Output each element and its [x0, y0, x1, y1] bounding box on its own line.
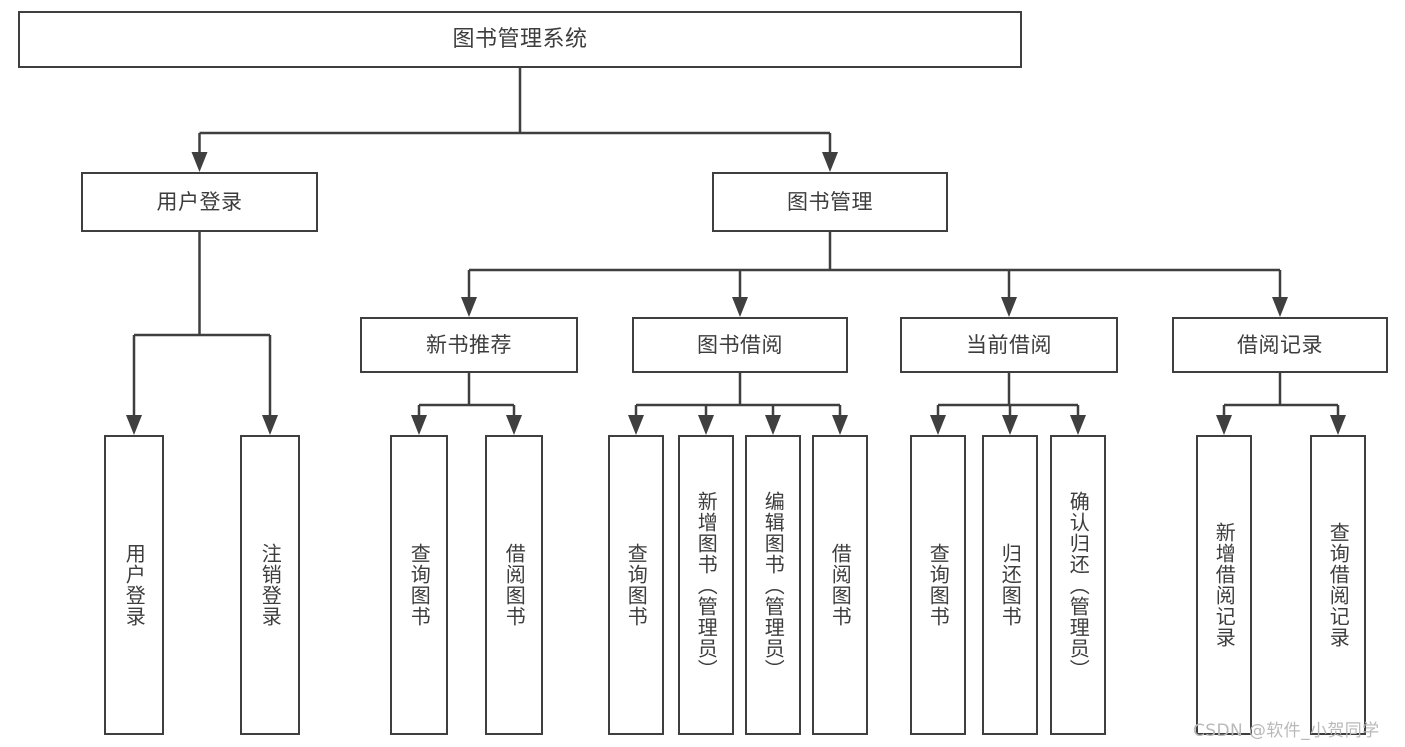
arrowhead-icon-leaf-confirm-return — [1070, 415, 1086, 435]
arrowhead-icon-book-borrow — [732, 297, 748, 317]
csdn-watermark: CSDN @软件_小贺同学 — [1193, 721, 1380, 741]
node-leaf-add-record[interactable]: 新增借阅记录 — [1196, 435, 1252, 735]
arrowhead-icon-leaf-query-book-2 — [628, 415, 644, 435]
node-book-borrow[interactable]: 图书借阅 — [632, 317, 848, 373]
node-leaf-edit-book[interactable]: 编辑图书（管理员） — [745, 435, 801, 735]
arrowhead-icon-leaf-add-record — [1216, 415, 1232, 435]
arrowhead-icon-leaf-query-book-3 — [930, 415, 946, 435]
node-leaf-confirm-return[interactable]: 确认归还（管理员） — [1050, 435, 1106, 735]
node-leaf-return-book[interactable]: 归还图书 — [982, 435, 1038, 735]
node-leaf-borrow-book-1[interactable]: 借阅图书 — [485, 435, 543, 735]
arrowhead-icon-new-book-rec — [461, 297, 477, 317]
arrowhead-icon-leaf-edit-book — [765, 415, 781, 435]
arrowhead-icon-current-borrow — [1001, 297, 1017, 317]
node-leaf-user-login[interactable]: 用户登录 — [104, 435, 164, 735]
node-label-leaf-edit-book: 编辑图书（管理员） — [761, 490, 786, 680]
node-leaf-query-book-3[interactable]: 查询图书 — [910, 435, 966, 735]
arrowhead-icon-leaf-borrow-book-2 — [832, 415, 848, 435]
arrowhead-icon-login — [191, 152, 208, 172]
node-current-borrow[interactable]: 当前借阅 — [900, 317, 1118, 373]
node-label-leaf-query-record: 查询借阅记录 — [1326, 522, 1351, 648]
node-label-current-borrow: 当前借阅 — [966, 332, 1052, 357]
arrowhead-icon-leaf-user-login — [126, 415, 142, 435]
arrowhead-icon-borrow-record — [1272, 297, 1288, 317]
node-root[interactable]: 图书管理系统 — [18, 11, 1022, 68]
node-leaf-query-book-2[interactable]: 查询图书 — [608, 435, 664, 735]
arrowhead-icon-leaf-return-book — [1002, 415, 1018, 435]
node-new-book-rec[interactable]: 新书推荐 — [360, 317, 578, 373]
arrowhead-icon-book-manage — [822, 152, 838, 172]
node-label-book-borrow: 图书借阅 — [697, 332, 783, 357]
node-label-leaf-query-book-3: 查询图书 — [926, 543, 951, 627]
node-label-leaf-borrow-book-1: 借阅图书 — [502, 543, 527, 627]
node-leaf-borrow-book-2[interactable]: 借阅图书 — [812, 435, 868, 735]
node-label-new-book-rec: 新书推荐 — [426, 332, 512, 357]
node-leaf-add-book[interactable]: 新增图书（管理员） — [678, 435, 734, 735]
arrowhead-icon-leaf-add-book — [698, 415, 714, 435]
node-label-leaf-borrow-book-2: 借阅图书 — [828, 543, 853, 627]
arrowhead-icon-leaf-logout — [262, 415, 278, 435]
node-leaf-query-record[interactable]: 查询借阅记录 — [1310, 435, 1366, 735]
node-label-borrow-record: 借阅记录 — [1237, 332, 1323, 357]
node-leaf-logout[interactable]: 注销登录 — [240, 435, 300, 735]
node-label-leaf-return-book: 归还图书 — [998, 543, 1023, 627]
arrowhead-icon-leaf-borrow-book-1 — [506, 415, 522, 435]
node-label-leaf-query-book-1: 查询图书 — [407, 543, 432, 627]
node-label-leaf-confirm-return: 确认归还（管理员） — [1066, 490, 1091, 680]
node-label-root: 图书管理系统 — [452, 26, 588, 52]
arrowhead-icon-leaf-query-record — [1330, 415, 1346, 435]
node-label-leaf-add-book: 新增图书（管理员） — [694, 490, 719, 680]
node-label-book-manage: 图书管理 — [787, 189, 873, 214]
node-label-leaf-add-record: 新增借阅记录 — [1212, 522, 1237, 648]
node-book-manage[interactable]: 图书管理 — [712, 172, 948, 232]
arrowhead-icon-leaf-query-book-1 — [411, 415, 427, 435]
node-label-login: 用户登录 — [156, 189, 243, 214]
node-label-leaf-query-book-2: 查询图书 — [624, 543, 649, 627]
node-label-leaf-user-login: 用户登录 — [122, 543, 147, 627]
node-borrow-record[interactable]: 借阅记录 — [1172, 317, 1388, 373]
node-login[interactable]: 用户登录 — [81, 172, 318, 232]
node-label-leaf-logout: 注销登录 — [258, 543, 283, 627]
node-leaf-query-book-1[interactable]: 查询图书 — [390, 435, 448, 735]
